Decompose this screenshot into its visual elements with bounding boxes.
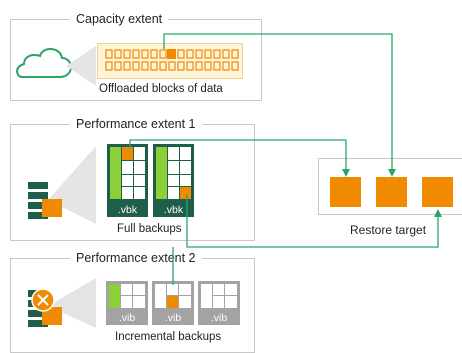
- vib-file-1: .vib: [106, 281, 148, 325]
- performance-extent-1-title: Performance extent 1: [70, 117, 202, 131]
- vib-file-3: .vib: [198, 281, 240, 325]
- vib-file-2-label: .vib: [164, 312, 182, 324]
- vib-file-3-label: .vib: [210, 312, 228, 324]
- vib-file-1-label: .vib: [118, 312, 136, 324]
- full-backups-caption: Full backups: [117, 223, 182, 235]
- vbk-file-2-label: .vbk: [163, 204, 184, 216]
- vbk-file-1: .vbk: [107, 144, 148, 217]
- vbk-file-2: .vbk: [153, 144, 194, 217]
- capacity-extent-caption: Offloaded blocks of data: [99, 83, 223, 95]
- capacity-extent-title: Capacity extent: [70, 12, 169, 26]
- vib-file-2: .vib: [152, 281, 194, 325]
- restore-target-block-2: [376, 177, 407, 207]
- offloaded-blocks-grid: [97, 43, 243, 79]
- block-grid-cells: [105, 49, 239, 71]
- restore-target-block-1: [330, 177, 361, 207]
- vbk-file-1-label: .vbk: [117, 204, 138, 216]
- incremental-backups-caption: Incremental backups: [115, 331, 222, 343]
- restore-target-caption: Restore target: [350, 223, 427, 237]
- restore-target-block-3: [422, 177, 453, 207]
- performance-extent-2-title: Performance extent 2: [70, 251, 202, 265]
- highlighted-block: [167, 49, 176, 59]
